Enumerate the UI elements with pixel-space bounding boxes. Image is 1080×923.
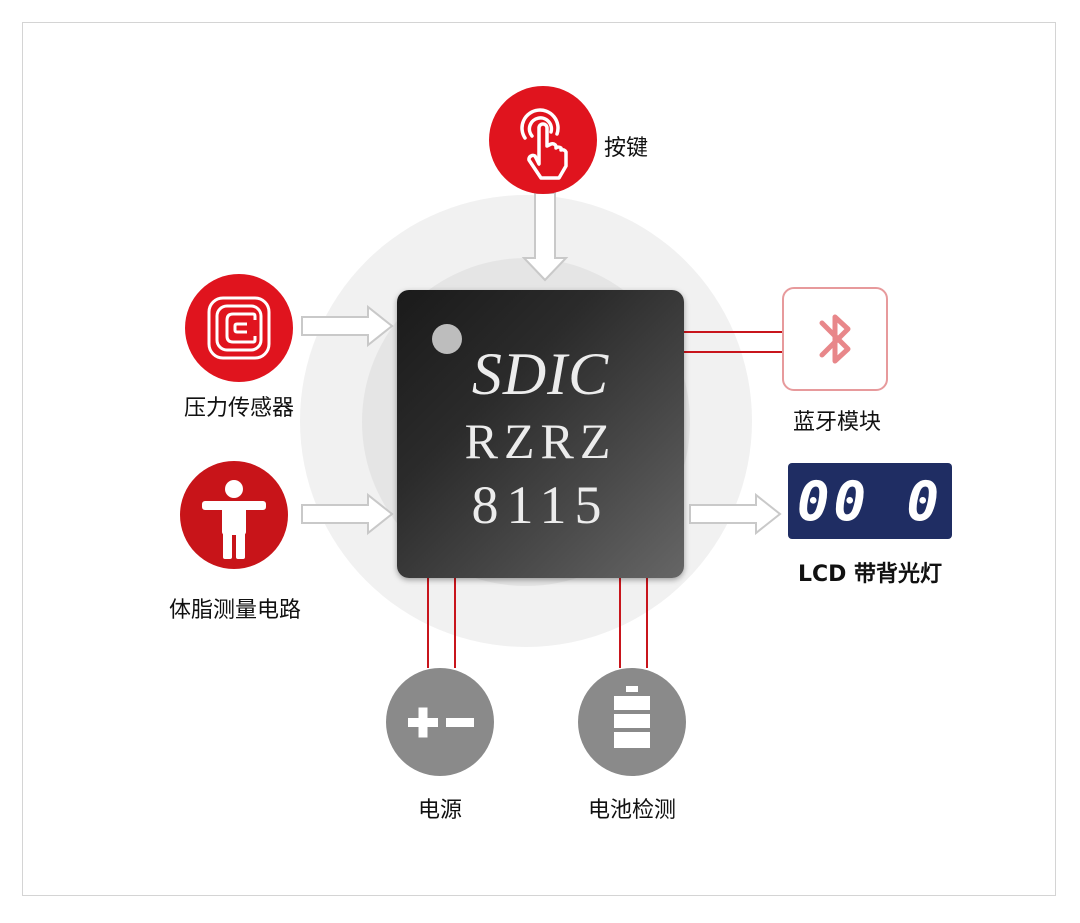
power-node bbox=[386, 668, 494, 776]
lcd-display-icon bbox=[788, 463, 952, 539]
lcd-digits: 00 0 bbox=[796, 469, 944, 533]
pressure-sensor-label: 压力传感器 bbox=[183, 396, 294, 421]
battery-label: 电池检测 bbox=[587, 798, 676, 823]
chip-pin1-dot bbox=[432, 324, 462, 354]
bus-chip-to-bluetooth bbox=[684, 331, 782, 353]
arrow-pressure-to-chip bbox=[301, 304, 394, 348]
pressure-sensor-icon bbox=[207, 296, 271, 360]
arrow-button-to-chip bbox=[521, 192, 569, 282]
bluetooth-icon bbox=[819, 314, 851, 364]
bus-chip-to-power bbox=[427, 578, 456, 668]
chip-brand: SDIC bbox=[471, 341, 610, 407]
chip-number: 8115 bbox=[471, 475, 610, 535]
person-icon bbox=[202, 480, 266, 559]
touch-hand-icon bbox=[520, 108, 568, 180]
bluetooth-node bbox=[782, 287, 888, 391]
body-fat-label: 体脂测量电路 bbox=[168, 598, 301, 623]
button-label: 按键 bbox=[604, 136, 649, 161]
battery-node bbox=[578, 668, 686, 776]
plus-minus-icon bbox=[408, 707, 474, 738]
body-fat-node bbox=[180, 461, 288, 569]
arrow-bodyfat-to-chip bbox=[301, 492, 394, 536]
pressure-sensor-node bbox=[185, 274, 293, 382]
lcd-label: LCD 带背光灯 bbox=[797, 562, 943, 587]
power-label: 电源 bbox=[417, 798, 462, 823]
bluetooth-label: 蓝牙模块 bbox=[792, 410, 881, 435]
arrow-chip-to-lcd bbox=[689, 492, 782, 536]
button-node bbox=[489, 86, 597, 194]
chip-model: RZRZ bbox=[464, 413, 617, 469]
battery-icon bbox=[614, 686, 650, 748]
bus-chip-to-battery bbox=[619, 578, 648, 668]
